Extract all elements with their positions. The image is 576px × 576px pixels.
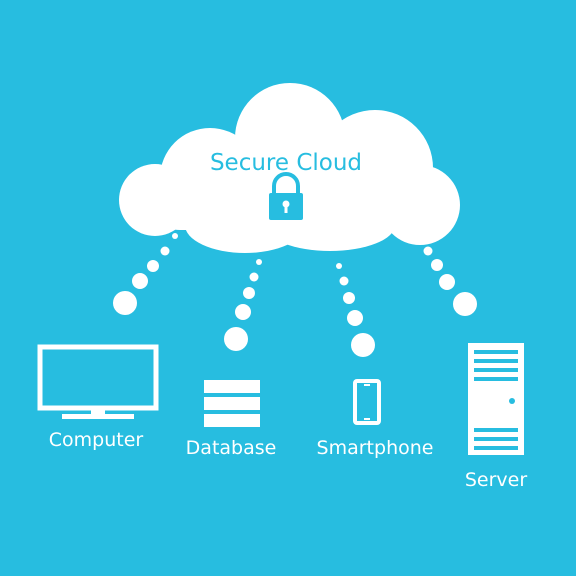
connector-computer: [113, 233, 178, 315]
smartphone-icon: [353, 379, 381, 425]
node-label-smartphone: Smartphone: [316, 437, 434, 459]
node-label-database: Database: [185, 437, 277, 459]
connector-server: [415, 234, 477, 316]
database-icon: [204, 380, 260, 427]
connector-smartphone: [336, 263, 375, 357]
monitor-icon: [37, 344, 159, 419]
node-label-server: Server: [464, 469, 528, 491]
cloud-title: Secure Cloud: [209, 150, 363, 176]
connector-database: [224, 259, 262, 351]
server-icon: [468, 343, 524, 455]
lock-icon: [269, 172, 303, 220]
node-label-computer: Computer: [48, 429, 144, 451]
